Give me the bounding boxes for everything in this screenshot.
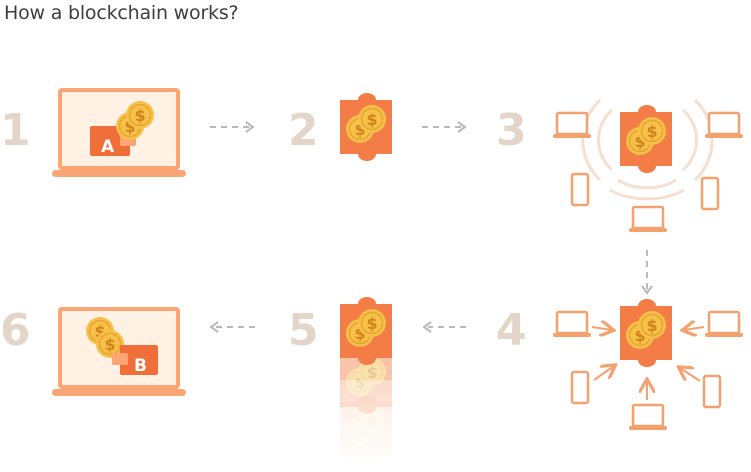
step-6-laptop: B: [50, 307, 188, 398]
step-3-broadcast: [551, 98, 745, 234]
step-number-5: 5: [288, 305, 319, 356]
step-number-4: 4: [496, 305, 527, 356]
wallet-label-a: A: [101, 137, 115, 157]
node-phone: [570, 172, 590, 207]
node-laptop: [627, 205, 669, 234]
step-5-chain: [338, 297, 394, 472]
node-laptop: [703, 111, 745, 140]
page-title: How a blockchain works?: [4, 2, 239, 24]
node-laptop: [627, 403, 669, 432]
wallet-icon: B: [112, 345, 158, 376]
validation-arrows: [591, 327, 705, 400]
arrow-2-to-3: [422, 121, 467, 133]
chain-block: [340, 297, 392, 365]
step-2-block: [340, 93, 392, 161]
step-1-laptop: A: [50, 88, 188, 179]
step-3-block: [620, 105, 672, 173]
step-number-6: 6: [0, 305, 31, 356]
broadcast-waves: [581, 98, 714, 201]
arrow-4-to-5: [422, 321, 466, 333]
step-number-1: 1: [0, 105, 31, 156]
node-laptop: [551, 111, 593, 140]
step-4-validation: [551, 299, 745, 432]
arrow-3-to-4: [641, 250, 653, 295]
arrow-5-to-6: [209, 321, 255, 333]
node-phone: [570, 370, 590, 405]
node-laptop: [703, 310, 745, 339]
step-number-3: 3: [496, 105, 527, 156]
step-number-2: 2: [288, 105, 319, 156]
arrow-1-to-2: [210, 121, 255, 133]
step-4-block: [620, 299, 672, 367]
wallet-label-b: B: [134, 356, 147, 376]
node-phone: [700, 176, 720, 211]
node-laptop: [551, 310, 593, 339]
node-phone: [702, 374, 722, 409]
